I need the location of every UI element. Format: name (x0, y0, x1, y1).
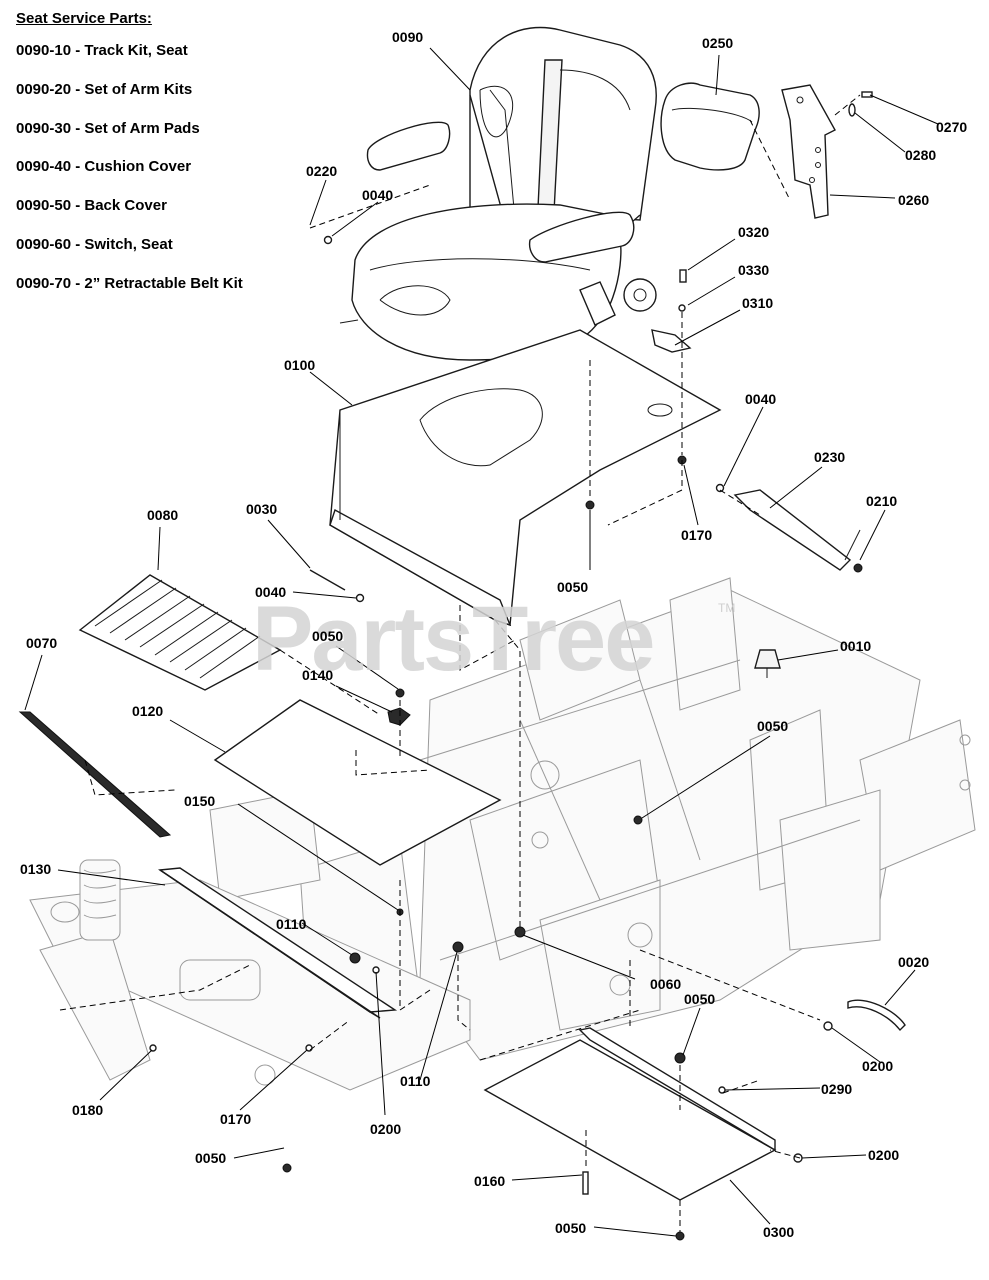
callout-0110: 0110 (400, 1073, 431, 1089)
callout-0100: 0100 (284, 357, 315, 373)
callout-0090: 0090 (392, 29, 423, 45)
callout-0030: 0030 (246, 501, 277, 517)
legend-item-track-kit: 0090-10 - Track Kit, Seat (16, 42, 188, 59)
callout-0120: 0120 (132, 703, 163, 719)
callout-0200: 0200 (868, 1147, 899, 1163)
callout-0280: 0280 (905, 147, 936, 163)
latch-bracket (651, 329, 692, 353)
callout-0180: 0180 (72, 1102, 103, 1118)
leader-lines (24, 47, 939, 1237)
callout-0260: 0260 (898, 192, 929, 208)
callout-0110: 0110 (276, 916, 307, 932)
side-panel (18, 711, 172, 838)
bolt-and-washer-0270-0280 (848, 91, 873, 117)
callout-0250: 0250 (702, 35, 733, 51)
front-cover (158, 867, 398, 1019)
legend-item-arm-pads: 0090-30 - Set of Arm Pads (16, 119, 200, 137)
bumper (754, 649, 781, 678)
callout-0210: 0210 (866, 493, 897, 509)
floor-mat (78, 574, 282, 691)
callout-0050: 0050 (557, 579, 588, 595)
legend-item-seat-switch: 0090-60 - Switch, Seat (16, 235, 173, 253)
seat-service-parts-legend: Seat Service Parts: 0090-10 - Track Kit,… (16, 10, 316, 313)
callout-0150: 0150 (184, 793, 215, 809)
seat-assembly (339, 26, 657, 361)
pivot-rod (309, 569, 346, 591)
callout-0170: 0170 (220, 1111, 251, 1127)
seat-pan (329, 329, 722, 627)
watermark-tm: TM (718, 601, 735, 615)
legend-title: Seat Service Parts: (16, 10, 152, 27)
frame-chassis (209, 577, 976, 1061)
legend-item-belt-kit: 0090-70 - 2” Retractable Belt Kit (16, 274, 243, 292)
callout-0040: 0040 (362, 187, 393, 203)
callout-labels: 0090 0250 0270 0280 0260 0220 0040 0320 … (20, 29, 967, 1240)
callout-0290: 0290 (821, 1081, 852, 1097)
watermark-text: PartsTree (252, 588, 653, 690)
callout-0050: 0050 (312, 628, 343, 644)
callout-0050: 0050 (555, 1220, 586, 1236)
callout-0040: 0040 (255, 584, 286, 600)
callout-0320: 0320 (738, 224, 769, 240)
callout-0050: 0050 (757, 718, 788, 734)
callout-0020: 0020 (898, 954, 929, 970)
spring-clip (847, 999, 906, 1032)
callout-0270: 0270 (936, 119, 967, 135)
callout-0050: 0050 (684, 991, 715, 1007)
callout-0010: 0010 (840, 638, 871, 654)
callout-0080: 0080 (147, 507, 178, 523)
callout-0300: 0300 (763, 1224, 794, 1240)
knob (387, 707, 411, 726)
callout-0330: 0330 (738, 262, 769, 278)
legend-item-cushion-cover: 0090-40 - Cushion Cover (16, 158, 192, 176)
callout-0130: 0130 (20, 861, 51, 877)
callout-0050: 0050 (195, 1150, 226, 1166)
switch-bracket (733, 489, 863, 573)
assembly-lines (59, 94, 861, 1232)
callout-0200: 0200 (862, 1058, 893, 1074)
callout-0060: 0060 (650, 976, 681, 992)
callout-0040: 0040 (745, 391, 776, 407)
callout-0070: 0070 (26, 635, 57, 651)
callout-0220: 0220 (306, 163, 337, 179)
legend-item-arm-kits: 0090-20 - Set of Arm Kits (16, 80, 193, 98)
legend-item-back-cover: 0090-50 - Back Cover (16, 197, 167, 215)
callout-0160: 0160 (474, 1173, 505, 1189)
bottom-cover (483, 1027, 777, 1201)
callout-0230: 0230 (814, 449, 845, 465)
seat-bracket (781, 84, 836, 219)
arm-pad (660, 82, 760, 171)
callout-0170: 0170 (681, 527, 712, 543)
floor-pan (213, 699, 502, 866)
callout-0200: 0200 (370, 1121, 401, 1137)
callout-0310: 0310 (742, 295, 773, 311)
callout-0140: 0140 (302, 667, 333, 683)
